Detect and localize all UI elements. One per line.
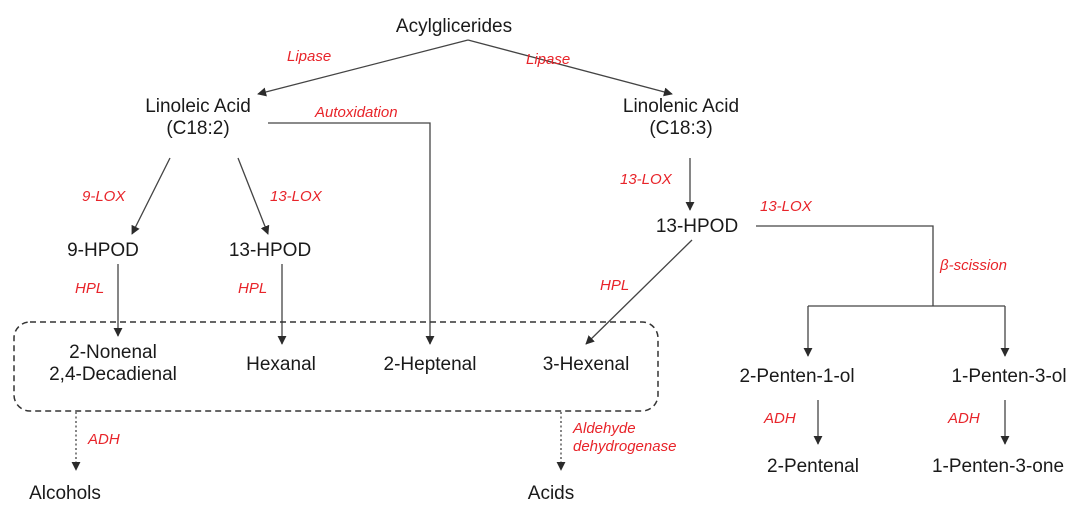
linolenic-acid-name: Linolenic Acid bbox=[622, 96, 740, 117]
node-13-hpod-left: 13-HPOD bbox=[228, 240, 312, 261]
node-1-penten-3-one: 1-Penten-3-one bbox=[931, 456, 1065, 477]
enzyme-adh-pentenone: ADH bbox=[948, 410, 980, 427]
node-2-pentenal: 2-Pentenal bbox=[767, 456, 859, 477]
enzyme-hpl-9: HPL bbox=[75, 280, 105, 297]
node-1-penten-3-ol: 1-Penten-3-ol bbox=[951, 366, 1067, 387]
aldehyde-dehydrogenase-line-2: dehydrogenase bbox=[573, 437, 677, 455]
enzyme-9-lox: 9-LOX bbox=[82, 188, 126, 205]
enzyme-13-lox-right: 13-LOX bbox=[760, 198, 812, 215]
linoleic-acid-name: Linoleic Acid bbox=[145, 96, 251, 117]
node-linolenic-acid: Linolenic Acid (C18:3) bbox=[623, 96, 739, 141]
linolenic-acid-formula: (C18:3) bbox=[649, 118, 713, 140]
arrow-13hpod-to-hexenal bbox=[585, 239, 693, 345]
enzyme-13-lox-left: 13-LOX bbox=[270, 188, 322, 205]
enzyme-hpl-13: HPL bbox=[238, 280, 268, 297]
enzyme-adh-alcohols: ADH bbox=[88, 431, 120, 448]
enzyme-lipase-right: Lipase bbox=[526, 51, 571, 68]
enzyme-13-lox-mid: 13-LOX bbox=[620, 171, 672, 188]
arrow-linoleic-to-13hpod bbox=[237, 157, 270, 235]
linoleic-acid-formula: (C18:2) bbox=[166, 118, 230, 140]
node-acylglicerides: Acylglicerides bbox=[395, 16, 513, 37]
arrow-linoleic-to-9hpod bbox=[131, 157, 171, 235]
node-13-hpod-right: 13-HPOD bbox=[655, 216, 739, 237]
node-linoleic-acid: Linoleic Acid (C18:2) bbox=[145, 96, 251, 141]
enzyme-adh-pentenal: ADH bbox=[764, 410, 796, 427]
enzyme-aldehyde-dehydrogenase: Aldehyde dehydrogenase bbox=[573, 420, 676, 455]
nonenal-label: 2-Nonenal bbox=[69, 342, 157, 363]
enzyme-lipase-left: Lipase bbox=[287, 48, 332, 65]
decadienal-label: 2,4-Decadienal bbox=[49, 364, 177, 386]
enzyme-autoxidation: Autoxidation bbox=[315, 104, 398, 121]
line-13hpod-beta-scission bbox=[756, 225, 934, 306]
node-3-hexenal: 3-Hexenal bbox=[542, 354, 630, 375]
node-nonenal-decadienal: 2-Nonenal 2,4-Decadienal bbox=[49, 342, 177, 387]
aldehyde-dehydrogenase-line-1: Aldehyde bbox=[573, 420, 636, 437]
node-alcohols: Alcohols bbox=[29, 483, 101, 504]
arrow-acyl-to-linoleic bbox=[257, 39, 469, 97]
node-acids: Acids bbox=[527, 483, 575, 504]
arrow-acyl-to-linolenic bbox=[467, 39, 673, 97]
node-2-penten-1-ol: 2-Penten-1-ol bbox=[739, 366, 855, 387]
enzyme-hpl-right: HPL bbox=[600, 277, 630, 294]
arrow-autoxidation-to-heptenal bbox=[268, 122, 435, 345]
aldehyde-group-box bbox=[13, 321, 659, 412]
node-9-hpod: 9-HPOD bbox=[67, 240, 139, 261]
node-2-heptenal: 2-Heptenal bbox=[383, 354, 477, 375]
enzyme-beta-scission: β-scission bbox=[940, 257, 1007, 274]
node-hexanal: Hexanal bbox=[246, 354, 316, 375]
